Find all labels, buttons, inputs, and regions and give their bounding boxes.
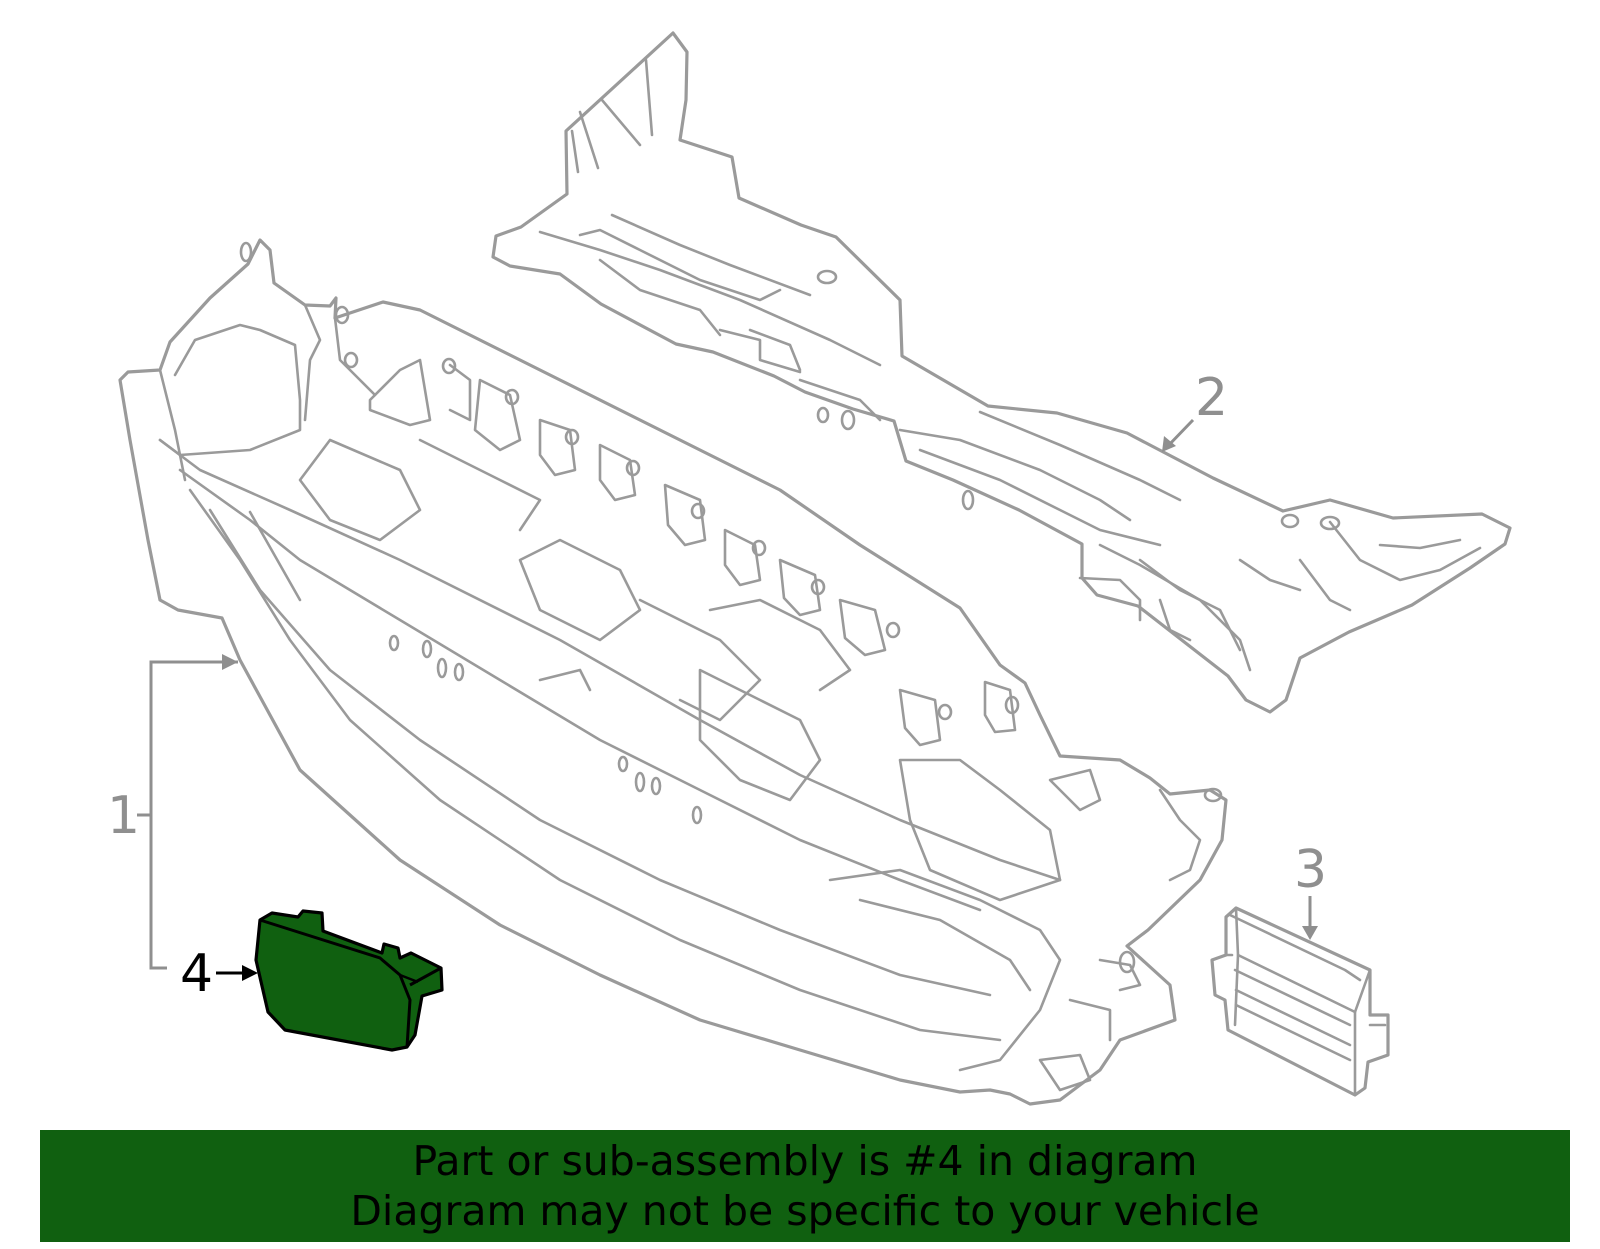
part-1-grille-assembly[interactable] [118, 238, 1228, 1106]
callout-1: 1 [107, 654, 238, 970]
callout-2: 2 [1162, 368, 1228, 452]
part-3-module[interactable] [1210, 906, 1390, 1097]
callout-1-label: 1 [107, 786, 140, 846]
banner-line-part: Part or sub-assembly is #4 in diagram [412, 1137, 1198, 1185]
part-4-cover-highlighted[interactable] [254, 909, 444, 1052]
callout-3-label: 3 [1294, 840, 1327, 900]
callout-2-label: 2 [1195, 368, 1228, 428]
callout-3: 3 [1294, 840, 1327, 940]
banner-line-disclaimer: Diagram may not be specific to your vehi… [350, 1187, 1260, 1235]
callout-4-label: 4 [180, 944, 213, 1004]
info-banner: Part or sub-assembly is #4 in diagram Di… [40, 1130, 1570, 1242]
callout-4: 4 [180, 944, 258, 1004]
banner-background [40, 1130, 1570, 1242]
part-2-bracket[interactable] [491, 31, 1512, 714]
